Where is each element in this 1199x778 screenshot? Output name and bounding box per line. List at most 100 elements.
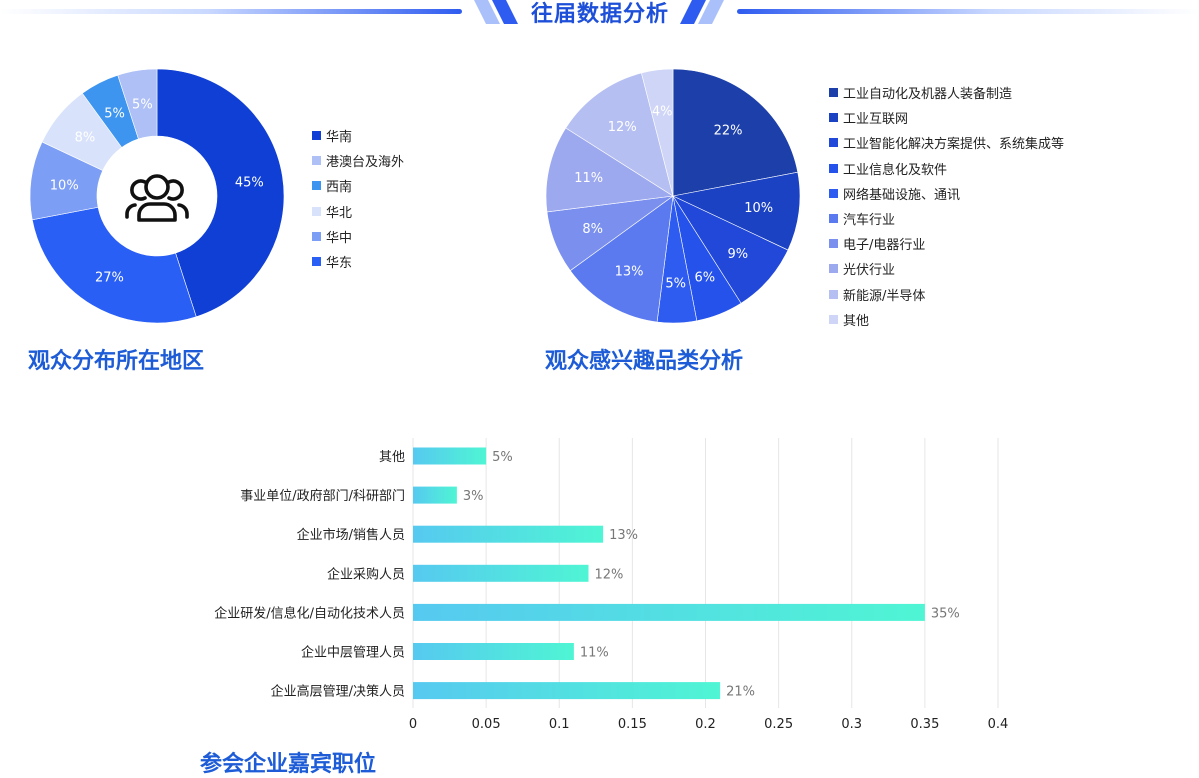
y-category-label: 其他 [379,450,405,465]
legend-swatch [312,131,321,141]
pie-slice [672,171,801,251]
header-divider-left [0,9,462,14]
bar-data-label: 3% [463,489,484,504]
x-tick-label: 0.2 [695,717,716,732]
position-section-title: 参会企业嘉宾职位 [200,752,377,777]
legend-label: 新能源/半导体 [843,288,926,304]
legend-item: 西南 [312,173,404,198]
pie-data-label: 5% [104,107,125,122]
pie-data-label: 6% [694,270,715,285]
legend-swatch [829,289,838,299]
legend-item: 华中 [312,224,404,249]
legend-swatch [829,138,838,148]
legend-label: 工业信息化及软件 [843,162,948,178]
x-tick-label: 0.35 [910,717,939,732]
donut-center [98,137,216,255]
pie-data-label: 9% [727,247,748,262]
legend-label: 其他 [843,313,870,329]
legend-label: 华南 [326,130,353,146]
x-tick-label: 0.05 [472,717,501,732]
pie-data-label: 8% [75,130,96,145]
pie-slice [565,72,674,197]
region-legend: 华南港澳台及海外西南华北华中华东 [312,123,404,274]
legend-item: 港澳台及海外 [312,148,404,173]
legend-swatch [312,206,321,216]
legend-swatch [829,239,838,249]
legend-label: 华中 [326,230,353,246]
legend-label: 电子/电器行业 [843,238,926,254]
y-category-label: 企业中层管理人员 [301,645,405,661]
header-chevron-right-icon [680,0,724,24]
legend-swatch [829,214,838,224]
bar [413,564,589,582]
legend-label: 工业智能化解决方案提供、系统集成等 [843,137,1065,153]
pie-data-label: 27% [95,270,124,285]
pie-data-label: 10% [744,201,773,216]
interest-section-title: 观众感兴趣品类分析 [545,349,744,374]
header-chevron-left-icon [474,0,518,24]
pie-data-label: 22% [714,123,743,138]
pie-slice [672,68,799,197]
pie-slice [117,68,158,140]
legend-item: 华北 [312,199,404,224]
pie-data-label: 5% [132,98,153,113]
bar-data-label: 21% [726,685,755,700]
legend-item: 工业智能化解决方案提供、系统集成等 [829,130,1064,155]
bar [413,447,487,465]
legend-swatch [829,88,838,98]
bar [413,682,721,700]
legend-swatch [312,257,321,267]
legend-label: 华北 [326,205,353,221]
y-category-label: 事业单位/政府部门/科研部门 [240,489,405,504]
legend-label: 光伏行业 [843,263,896,279]
legend-label: 网络基础设施、通讯 [843,187,961,203]
pie-data-label: 45% [235,175,264,190]
legend-label: 工业互联网 [843,112,909,128]
legend-swatch [829,188,838,198]
y-category-label: 企业采购人员 [327,566,405,582]
bar-data-label: 13% [609,528,638,543]
interest-pie-chart: 22%10%9%6%5%13%8%11%12%4% [545,68,801,324]
legend-item: 其他 [829,307,1064,332]
legend-item: 新能源/半导体 [829,282,1064,307]
pie-data-label: 12% [608,120,637,135]
region-section-title: 观众分布所在地区 [28,349,205,374]
legend-label: 西南 [326,180,353,196]
legend-label: 港澳台及海外 [326,155,405,171]
bar-data-label: 5% [492,450,513,465]
bar-data-label: 35% [931,606,960,621]
pie-data-label: 4% [652,104,673,119]
legend-label: 汽车行业 [843,213,896,229]
legend-item: 网络基础设施、通讯 [829,181,1064,206]
legend-item: 华南 [312,123,404,148]
y-category-label: 企业市场/销售人员 [297,527,405,543]
legend-item: 工业信息化及软件 [829,156,1064,181]
pie-slice [156,68,285,318]
pie-data-label: 10% [50,178,79,193]
page-title: 往届数据分析 [530,2,669,27]
legend-swatch [829,314,838,324]
legend-swatch [829,163,838,173]
legend-swatch [829,113,838,123]
legend-swatch [312,181,321,191]
x-tick-label: 0.15 [618,717,647,732]
legend-label: 华东 [326,256,353,272]
page-header: 往届数据分析 [0,0,1199,30]
pie-slice [31,206,197,324]
bar-data-label: 11% [580,646,609,661]
y-category-label: 企业研发/信息化/自动化技术人员 [214,605,405,621]
pie-data-label: 8% [582,222,603,237]
header-divider-right [737,9,1199,14]
bar-data-label: 12% [595,567,624,582]
bar [413,603,925,621]
legend-item: 工业自动化及机器人装备制造 [829,80,1064,105]
interest-legend: 工业自动化及机器人装备制造工业互联网工业智能化解决方案提供、系统集成等工业信息化… [829,80,1064,332]
legend-label: 工业自动化及机器人装备制造 [843,87,1013,103]
legend-item: 光伏行业 [829,256,1064,281]
legend-swatch [829,264,838,274]
legend-swatch [312,156,321,166]
pie-slice [569,195,674,323]
legend-item: 工业互联网 [829,105,1064,130]
pie-data-label: 5% [665,276,686,291]
